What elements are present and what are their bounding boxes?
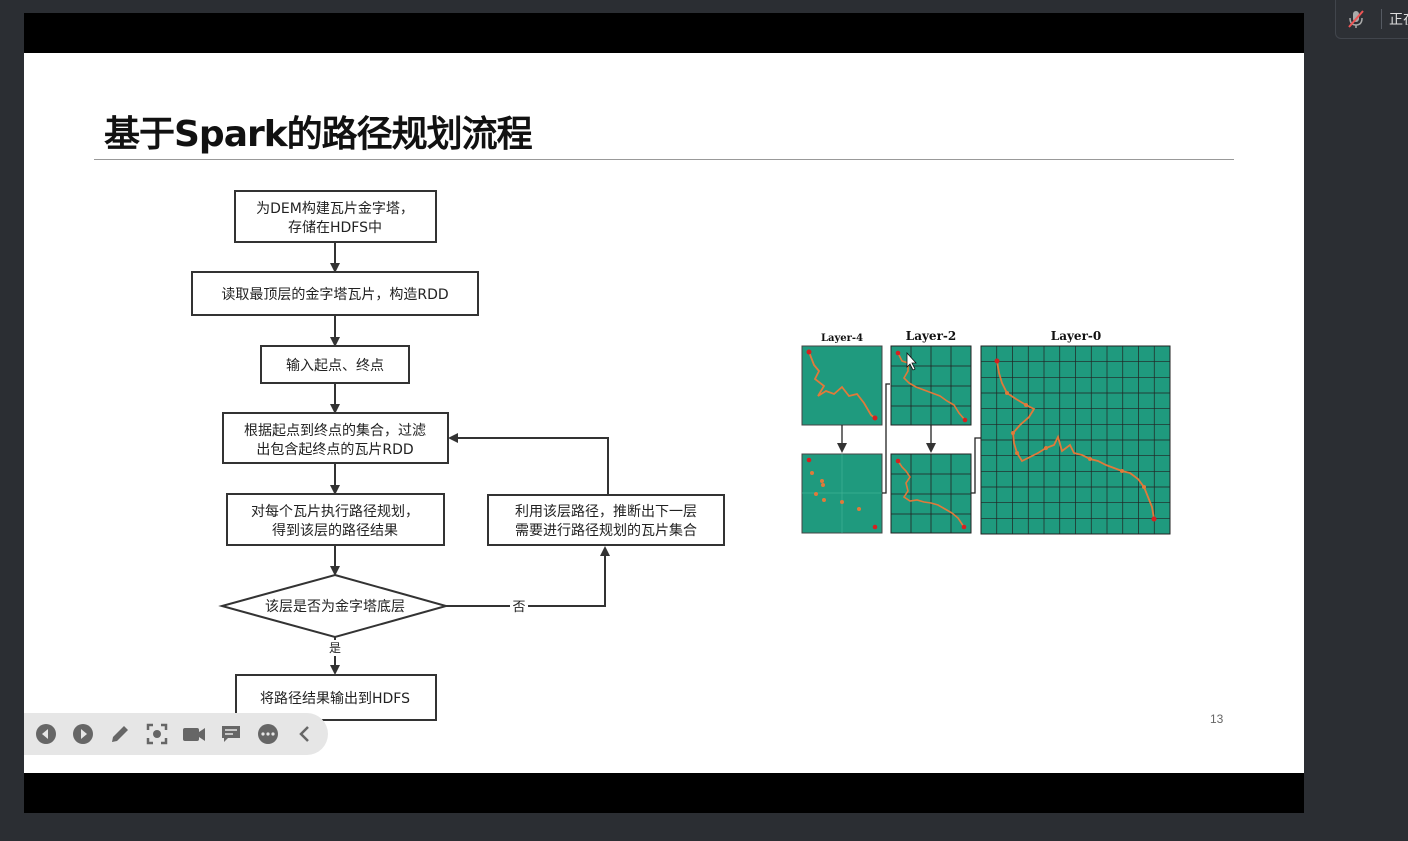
flow-step-infer-next-layer: [487, 494, 725, 546]
slide-title: 基于Spark的路径规划流程: [104, 114, 533, 155]
flow-step-plan-tiles-line1: 对每个瓦片执行路径规划，: [251, 504, 419, 520]
layer-2-label: Layer-2: [906, 329, 956, 343]
mouse-cursor-icon: [906, 351, 917, 371]
flow-step-infer-next-layer-line1: 利用该层路径，推断出下一层: [515, 504, 697, 520]
letterbox-top: [24, 13, 1304, 53]
flow-step-read-top-layer-text: 读取最顶层的金字塔瓦片，构造RDD: [221, 286, 448, 303]
flow-step-plan-tiles-line2: 得到该层的路径结果: [272, 522, 398, 539]
comment-button[interactable]: [212, 719, 249, 749]
flow-step-output-hdfs-text: 将路径结果输出到HDFS: [260, 691, 410, 707]
next-slide-button[interactable]: [64, 719, 101, 749]
more-options-button[interactable]: [249, 719, 286, 749]
pen-tool-button[interactable]: [101, 719, 138, 749]
collapse-toolbar-button[interactable]: [286, 719, 323, 749]
meeting-pill-divider: [1381, 9, 1382, 29]
tile-pyramid-figure: Layer-4 Layer-2 Layer-0: [801, 329, 1171, 535]
previous-icon: [35, 724, 56, 744]
layer-0-tile: [980, 345, 1171, 535]
microphone-muted-icon[interactable]: [1345, 8, 1367, 30]
letterbox-bottom: [24, 773, 1304, 813]
presentation-toolbar: [24, 713, 328, 755]
next-icon: [72, 724, 93, 744]
flow-step-filter-tiles-line2: 出包含起终点的瓦片RDD: [256, 442, 413, 458]
slide-page-number: 13: [1210, 712, 1224, 726]
title-divider: [94, 159, 1234, 160]
layer-0-label: Layer-0: [1051, 329, 1101, 343]
meeting-status-text: 正在: [1389, 12, 1408, 28]
presentation-slide: 基于Spark的路径规划流程 为DEM构建瓦片金字塔， 存储在HDFS中 读取最…: [24, 53, 1304, 773]
flowchart: 为DEM构建瓦片金字塔， 存储在HDFS中 读取最顶层的金字塔瓦片，构造RDD …: [191, 190, 1171, 721]
layer-2-tile-refined: [890, 453, 972, 534]
flow-step-build-pyramid-line2: 存储在HDFS中: [288, 220, 382, 236]
flow-no-label: 否: [512, 600, 525, 615]
flow-step-filter-tiles-line1: 根据起点到终点的集合，过滤: [244, 422, 426, 439]
camera-button[interactable]: [175, 719, 212, 749]
flow-step-build-pyramid-line1: 为DEM构建瓦片金字塔，: [256, 201, 414, 217]
flow-step-output-hdfs: [235, 674, 437, 721]
pen-icon: [111, 726, 128, 742]
flow-step-input-points-text: 输入起点、终点: [286, 358, 384, 374]
collapse-icon: [298, 726, 309, 742]
meeting-status-pill: [1335, 0, 1408, 39]
layer-4-label: Layer-4: [821, 333, 863, 344]
camera-icon: [182, 728, 205, 741]
flow-decision-bottom-layer-text: 该层是否为金字塔底层: [265, 599, 405, 615]
previous-slide-button[interactable]: [27, 719, 64, 749]
flow-yes-label: 是: [329, 641, 341, 655]
flow-step-build-pyramid: [234, 190, 437, 243]
flow-step-infer-next-layer-line2: 需要进行路径规划的瓦片集合: [515, 522, 697, 539]
comment-icon: [221, 726, 240, 742]
more-icon: [257, 724, 278, 744]
screenshot-button[interactable]: [138, 719, 175, 749]
screenshot-icon: [146, 723, 167, 745]
layer-2-tile: [890, 345, 972, 426]
